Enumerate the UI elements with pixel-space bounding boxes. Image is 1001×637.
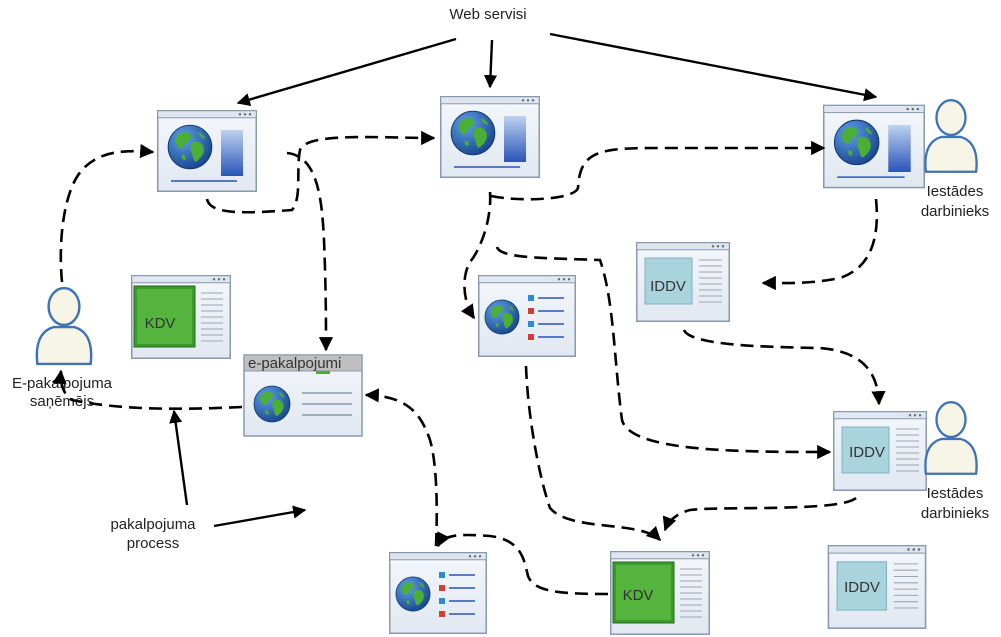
flow-iddv-top-to-iddv-middle — [682, 329, 886, 406]
flow-portal-to-recipient — [52, 369, 243, 411]
flow-left-ws-to-center-ws — [205, 130, 436, 214]
service-list-window-center — [479, 276, 576, 357]
person-icon-employee-top — [924, 98, 978, 173]
flow-right-ws-to-iddv-top — [761, 198, 879, 291]
iddv-label-top: IDDV — [650, 278, 686, 295]
employee-top-label-line1: Iestādes — [927, 183, 984, 200]
process-label-line1: pakalpojuma — [110, 516, 196, 533]
service-list-window-bottom — [390, 553, 487, 634]
process-label-line2: process — [127, 535, 180, 552]
person-icon-employee-bottom — [924, 400, 978, 475]
kdv-label-top: KDV — [145, 315, 176, 332]
flow-list-to-kdv-bottom — [524, 365, 662, 542]
web-service-window-right — [824, 105, 924, 187]
portal-titlebar — [243, 354, 363, 372]
arrow-web-to-center — [483, 39, 498, 89]
web-services-label: Web servisi — [449, 6, 526, 23]
flow-recipient-to-left-ws — [59, 143, 155, 283]
portal-title: e-pakalpojumi — [248, 355, 341, 372]
iddv-label-middle: IDDV — [849, 444, 885, 461]
flow-kdv-bottom-to-list-bottom — [436, 531, 609, 596]
web-service-window-center — [441, 97, 540, 178]
web-service-window-left — [158, 111, 257, 192]
arrow-web-to-left — [236, 37, 457, 106]
flow-center-ws-to-right-ws — [490, 140, 826, 201]
flow-list-bottom-to-portal — [364, 388, 439, 547]
flow-center-ws-to-list — [460, 191, 492, 320]
employee-top-label-line2: darbinieks — [921, 203, 989, 220]
arrow-process-up — [169, 409, 189, 506]
flow-left-ws-to-portal — [286, 151, 334, 352]
recipient-label-line2: saņēmējs — [30, 393, 94, 410]
arrow-web-to-right — [549, 32, 878, 102]
e-services-portal-window: e-pakalpojumi — [243, 354, 363, 437]
iddv-label-bottom: IDDV — [844, 579, 880, 596]
employee-bottom-label-line2: darbinieks — [921, 505, 989, 522]
employee-bottom-label-line1: Iestādes — [927, 485, 984, 502]
flow-center-ws-to-iddv-middle — [495, 246, 832, 460]
globe-icon — [253, 385, 291, 423]
portal-title-accent — [316, 371, 330, 374]
arrow-process-right — [213, 505, 307, 528]
kdv-label-bottom: KDV — [623, 587, 654, 604]
person-icon-recipient — [35, 286, 93, 366]
flow-iddv-middle-to-kdv-bottom — [662, 496, 857, 532]
